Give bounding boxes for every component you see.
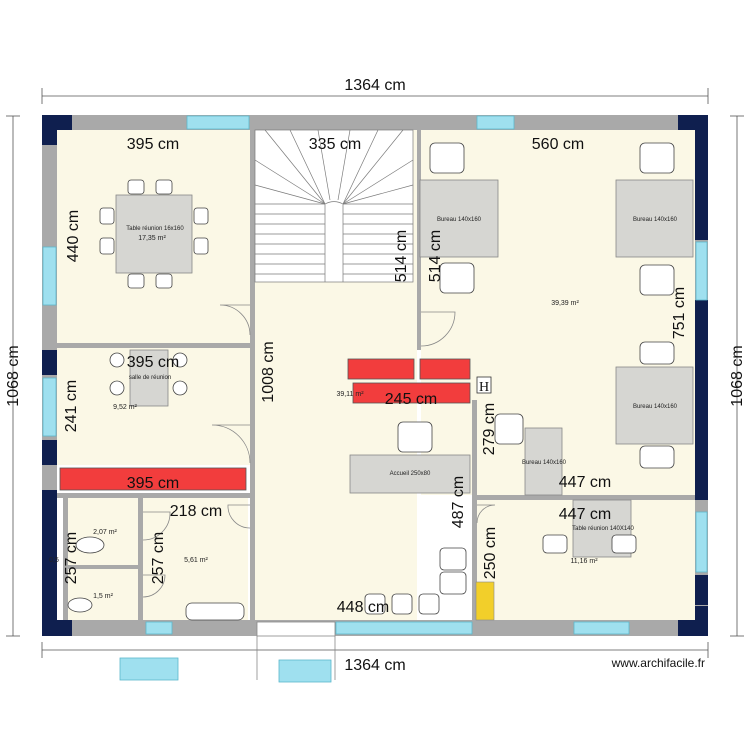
elevator-box bbox=[476, 376, 492, 394]
window-entry bbox=[278, 659, 332, 683]
dim-br-h: 250 cm bbox=[482, 527, 499, 579]
dim-red-w: 245 cm bbox=[385, 391, 437, 408]
corner-blocks bbox=[42, 115, 708, 636]
dim-bath-h: 257 cm bbox=[150, 532, 167, 584]
dim-top: 1364 cm bbox=[344, 77, 405, 94]
dim-wc-h: 257 cm bbox=[63, 532, 80, 584]
dim-office-w: 560 cm bbox=[532, 136, 584, 153]
dim-bath-w: 218 cm bbox=[170, 503, 222, 520]
label-salle-reunion: salle de réunion bbox=[129, 375, 171, 381]
label-bureau-4: Bureau 140x160 bbox=[522, 460, 567, 466]
dim-office-h2: 514 cm bbox=[427, 230, 444, 282]
label-bureau-2: Bureau 140x160 bbox=[633, 217, 678, 223]
label-bureau-1: Bureau 140x160 bbox=[437, 217, 482, 223]
dim-stair-w: 335 cm bbox=[309, 136, 361, 153]
room-labels: Table réunion 16x160 17,35 m² salle de r… bbox=[49, 217, 678, 600]
window-bottom-1 bbox=[145, 621, 173, 635]
interior-walls bbox=[57, 130, 695, 620]
label-table-reunion-16: Table réunion 16x160 bbox=[126, 226, 184, 232]
desk-4 bbox=[524, 427, 563, 496]
label-accueil: Accueil 250x80 bbox=[390, 471, 431, 477]
window-bottom-2 bbox=[335, 621, 473, 635]
red-blocks bbox=[59, 358, 471, 491]
label-area-small: 0,5 bbox=[49, 557, 59, 564]
staircase bbox=[254, 129, 414, 283]
label-area-wc2: 1,5 m² bbox=[93, 593, 114, 600]
chairs bbox=[99, 142, 675, 615]
dim-right: 1068 cm bbox=[729, 345, 746, 406]
window-bottom-3 bbox=[573, 621, 630, 635]
meeting-table-br bbox=[572, 499, 632, 558]
reception-desk bbox=[349, 454, 471, 494]
window-top-right bbox=[476, 115, 515, 130]
dim-r1-w: 395 cm bbox=[127, 136, 179, 153]
dimension-texts: 1364 cm 1364 cm 1068 cm 1068 cm 395 cm 4… bbox=[5, 77, 746, 674]
window-right-2 bbox=[695, 511, 708, 573]
desk-2 bbox=[615, 179, 694, 258]
dim-stair-h: 514 cm bbox=[393, 230, 410, 282]
label-area-br: 11,16 m² bbox=[570, 558, 598, 565]
dim-bottom: 1364 cm bbox=[344, 657, 405, 674]
meeting-table-small bbox=[129, 349, 169, 407]
window-top-left bbox=[186, 115, 250, 130]
bathroom-floor bbox=[143, 498, 248, 620]
label-area-wc1: 2,07 m² bbox=[93, 529, 117, 536]
dim-strip-w: 395 cm bbox=[127, 475, 179, 492]
desk-3 bbox=[615, 366, 694, 445]
label-area-meet: 9,52 m² bbox=[113, 404, 137, 411]
dimension-lines bbox=[6, 88, 744, 658]
toilet-1 bbox=[75, 536, 105, 554]
windows bbox=[42, 115, 708, 683]
label-table-reunion-140: Table réunion 140X140 bbox=[572, 526, 634, 532]
sanitary bbox=[67, 536, 245, 621]
label-area-hall: 39,11 m² bbox=[336, 391, 364, 398]
dim-br-w2: 447 cm bbox=[559, 506, 611, 523]
dim-left: 1068 cm bbox=[5, 345, 22, 406]
window-outside bbox=[119, 657, 179, 681]
window-left-1 bbox=[42, 246, 57, 306]
dim-hall2-h: 487 cm bbox=[450, 476, 467, 528]
dim-hall-h: 1008 cm bbox=[260, 341, 277, 402]
dim-hall-w: 448 cm bbox=[337, 599, 389, 616]
dim-meet-w: 395 cm bbox=[127, 354, 179, 371]
dim-acc-h: 279 cm bbox=[481, 403, 498, 455]
label-bureau-3: Bureau 140x160 bbox=[633, 404, 678, 410]
bathtub bbox=[185, 602, 245, 621]
label-area-office: 39,39 m² bbox=[551, 300, 579, 307]
tables bbox=[115, 179, 694, 558]
entry bbox=[256, 621, 336, 680]
window-left-2 bbox=[42, 377, 57, 437]
elevator-icon: H bbox=[479, 380, 489, 395]
label-area-r1: 17,35 m² bbox=[138, 235, 166, 242]
dim-meet-h: 241 cm bbox=[63, 380, 80, 432]
dim-br-w1: 447 cm bbox=[559, 474, 611, 491]
doors bbox=[142, 304, 496, 598]
dim-office-h: 751 cm bbox=[671, 287, 688, 339]
window-right-1 bbox=[695, 241, 708, 301]
label-area-bath: 5,61 m² bbox=[184, 557, 208, 564]
toilet-2 bbox=[67, 597, 93, 613]
meeting-table-large bbox=[115, 194, 193, 274]
watermark: www.archifacile.fr bbox=[611, 656, 705, 670]
yellow-block bbox=[475, 581, 495, 621]
dim-r1-h: 440 cm bbox=[65, 210, 82, 262]
desk-1 bbox=[419, 179, 499, 258]
